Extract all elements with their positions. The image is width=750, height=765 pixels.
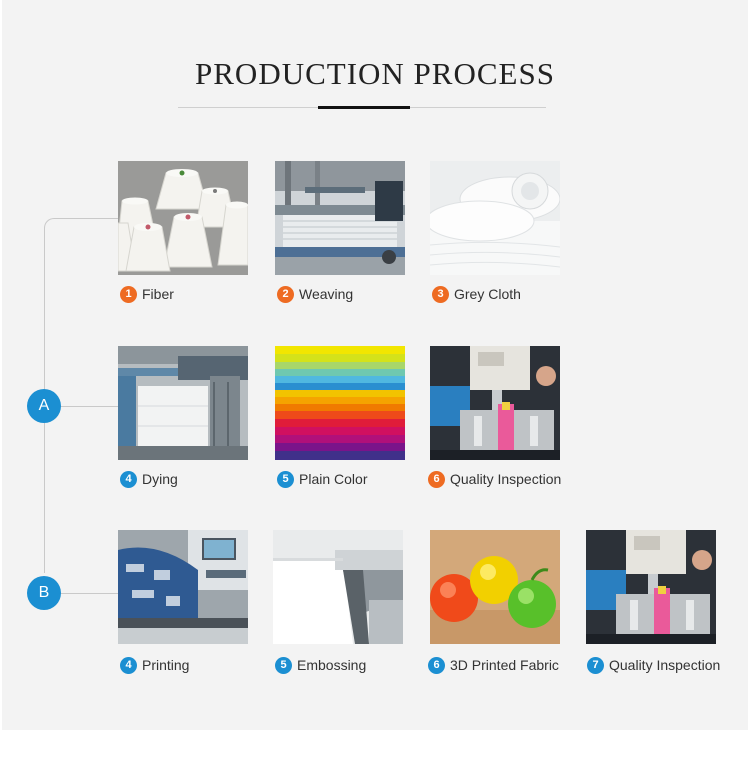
step-number-badge: 6 (428, 656, 445, 674)
photo-embossing (273, 530, 403, 644)
step-3d-printed-fabric: 6 3D Printed Fabric (428, 655, 559, 675)
photo-quality-inspection-2 (586, 530, 716, 644)
title-underline-accent (318, 106, 410, 109)
step-number-badge: 5 (277, 470, 294, 488)
marker-b: B (27, 576, 61, 610)
step-number-badge: 1 (120, 285, 137, 303)
connector-line-vertical (44, 423, 45, 573)
step-printing: 4 Printing (120, 655, 189, 675)
page-title: PRODUCTION PROCESS (195, 56, 555, 91)
step-label: Printing (142, 657, 190, 673)
step-label: Dying (142, 471, 178, 487)
photo-3d-printed-fabric (430, 530, 560, 644)
step-label: Weaving (299, 286, 354, 302)
step-label: Fiber (142, 286, 174, 302)
photo-dying (118, 346, 248, 460)
step-number-badge: 3 (432, 285, 449, 303)
photo-printing (118, 530, 248, 644)
connector-line-a (60, 406, 118, 407)
photo-fiber (118, 161, 248, 275)
marker-a: A (27, 389, 61, 423)
photo-weaving (275, 161, 405, 275)
step-label: Embossing (297, 657, 367, 673)
step-embossing: 5 Embossing (275, 655, 366, 675)
step-number-badge: 4 (120, 656, 137, 674)
step-label: Quality Inspection (609, 657, 721, 673)
step-quality-inspection: 6 Quality Inspection (428, 469, 561, 489)
step-label: Quality Inspection (450, 471, 562, 487)
step-number-badge: 6 (428, 470, 445, 488)
connector-line-top (44, 218, 119, 407)
step-weaving: 2 Weaving (277, 284, 353, 304)
step-dying: 4 Dying (120, 469, 178, 489)
step-label: Plain Color (299, 471, 368, 487)
step-label: 3D Printed Fabric (450, 657, 559, 673)
step-number-badge: 7 (587, 656, 604, 674)
step-number-badge: 5 (275, 656, 292, 674)
step-label: Grey Cloth (454, 286, 521, 302)
photo-quality-inspection (430, 346, 560, 460)
step-plain-color: 5 Plain Color (277, 469, 367, 489)
step-fiber: 1 Fiber (120, 284, 174, 304)
step-quality-inspection-2: 7 Quality Inspection (587, 655, 720, 675)
photo-grey-cloth (430, 161, 560, 275)
photo-plain-color (275, 346, 405, 460)
step-number-badge: 4 (120, 470, 137, 488)
connector-line-b (60, 593, 118, 594)
step-number-badge: 2 (277, 285, 294, 303)
step-grey-cloth: 3 Grey Cloth (432, 284, 521, 304)
